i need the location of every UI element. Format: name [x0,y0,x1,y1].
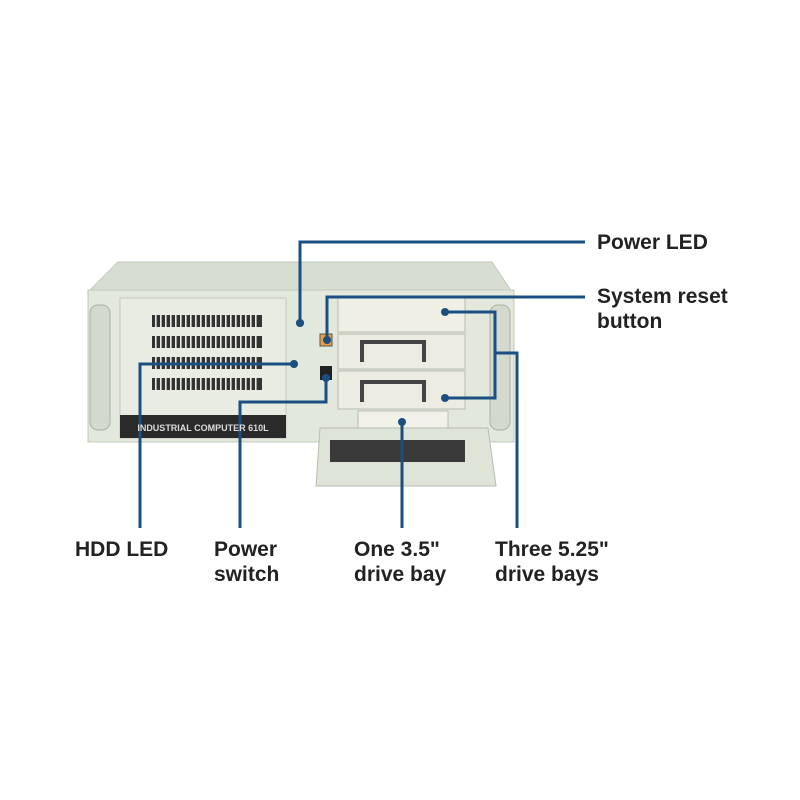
vent-slots [152,315,262,390]
drive-bay-525-bottom [337,370,466,410]
label-hdd-led: HDD LED [75,538,169,561]
label-35-bay-line2: drive bay [354,563,447,586]
left-handle [89,304,111,431]
label-band [120,415,286,438]
label-power-switch-line1: Power [214,538,278,561]
right-handle [489,304,511,431]
label-system-reset-line2: button [597,310,663,333]
callout-lines [138,240,585,528]
label-power-switch-line2: switch [214,563,280,586]
label-525-bays-line1: Three 5.25" [495,538,609,561]
label-system-reset-line1: System reset [597,285,728,308]
drive-bay-525-middle [337,333,466,370]
label-35-bay-line1: One 3.5" [354,538,440,561]
front-label-text: INDUSTRIAL COMPUTER 610L [137,423,269,433]
label-power-led: Power LED [597,231,708,254]
label-525-bays-line2: drive bays [495,563,599,586]
